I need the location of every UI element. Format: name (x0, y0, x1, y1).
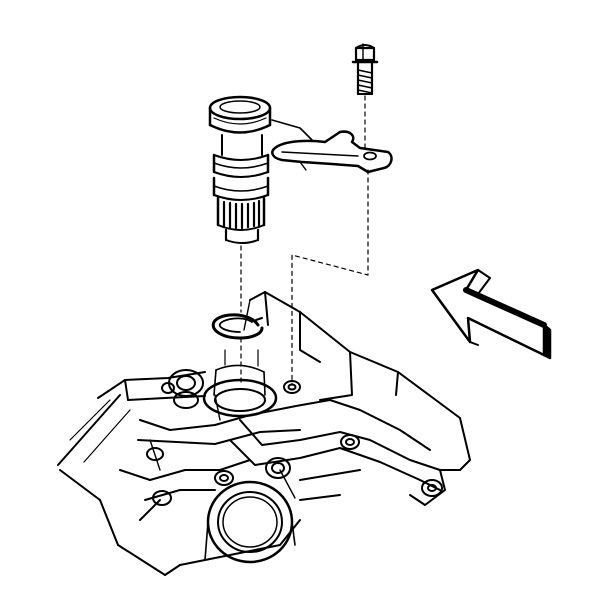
retainer-bracket (271, 119, 393, 174)
output-seal (204, 480, 296, 564)
housing-bosses (146, 369, 443, 506)
bolt (351, 43, 379, 96)
direction-arrow-icon (430, 268, 552, 360)
alignment-lines (240, 95, 369, 386)
transmission-housing (57, 291, 471, 576)
housing-bore (202, 349, 278, 418)
snap-ring (211, 313, 264, 340)
gear-sensor-assembly (208, 95, 272, 244)
